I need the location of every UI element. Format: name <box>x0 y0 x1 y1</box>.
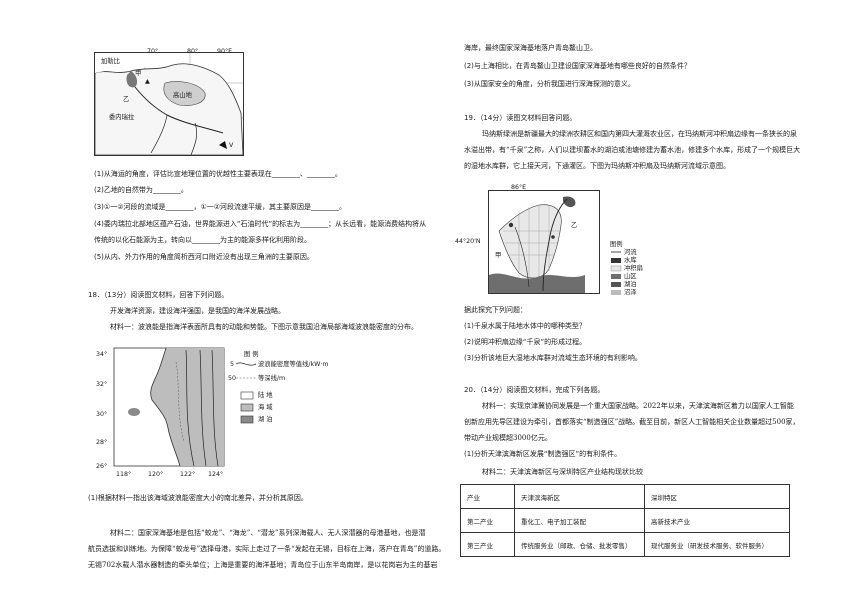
table-cell: 第三产业 <box>460 532 515 557</box>
q17-4a: (4)委内瑞拉北部地区蕴产石油，世界能源进入“石油时代”的标志为________… <box>94 220 427 228</box>
manas-legend-4: 山区 <box>624 273 637 280</box>
map3-label-yi: 乙 <box>571 222 578 229</box>
manas-legend-6: 沼泽 <box>624 289 637 296</box>
q18-heading: 18．（13分）阅读图文材料，回答下列问题。 <box>88 291 229 299</box>
lon-label-124: 124° <box>208 471 224 478</box>
table-header-cell: 天津滨海新区 <box>514 484 645 509</box>
q17-2: (2)乙地的自然带为________。 <box>94 186 188 194</box>
map-label-jia: 甲 <box>135 70 142 77</box>
table-cell: 传统服务业（邮政、仓储、批发零售） <box>514 532 645 557</box>
q17-1: (1)从海运的角度，评估比宣地理位置的优越性主要表现在________、____… <box>94 170 342 178</box>
map-label-caribbean: 加勒比 <box>101 58 120 65</box>
table-row: 第二产业 重化工、电子加工装配 高新技术产业 <box>460 508 790 533</box>
legend-sea: 海 域 <box>258 404 273 411</box>
manas-legend-5: 湖泊 <box>624 281 637 288</box>
legend-depth-value: 50 <box>228 375 237 382</box>
wave-energy-map: 34° 32° 30° 28° 26° 118° 120° 122° 124° … <box>96 342 329 482</box>
q18-1: (1)根据材料一指出该海域波浪能密度大小的南北差异，并分析其原因。 <box>88 494 308 502</box>
table-cell: 重化工、电子加工装配 <box>514 508 645 533</box>
q19-ask: 据此探究下列问题： <box>464 306 527 314</box>
legend-contour-value: 5 <box>230 361 235 368</box>
q19-heading: 19．（14分）读图文材料回答问题。 <box>464 114 577 122</box>
lat-label-32: 32° <box>96 381 108 388</box>
legend-title: 图 例 <box>244 351 259 358</box>
map-label-south: 委内瑞拉 <box>109 114 135 121</box>
manas-legend: 图例 河流 水库 冲积扇 山区 湖泊 沼泽 <box>610 240 650 296</box>
q18-material2-c: 无锡702水载人潜水器制造的牵头单位；上海是重要的海洋基地；青岛位于山东半岛南岸… <box>88 561 438 569</box>
lat-label-26: 26° <box>96 463 108 470</box>
q17-4b: 传统的以化石能源为主，转向以________为主的能源多样化利用阶段。 <box>94 236 311 244</box>
q19-1: (1)千泉水属于陆地水体中的哪种类型？ <box>464 322 586 330</box>
map-label-yi: 乙 <box>123 96 130 103</box>
lon-label-120: 120° <box>148 471 164 478</box>
lon-label-80: 80° <box>187 48 199 55</box>
lat-label-30: 30° <box>96 411 108 418</box>
table-cell: 高新技术产业 <box>644 508 790 533</box>
map3-lat: 44°20'N <box>455 238 481 245</box>
q20-material1-b: 创新应用先导区建设为牵引，首都落实“制造强区”战略。截至目前，新区人工智能相关企… <box>464 418 800 426</box>
q18-intro: 开发海洋资源，建设海洋强国，是我国的海洋发展战略。 <box>110 307 285 315</box>
q20-material2: 材料二：天津滨海新区与深圳特区产业结构现状比较 <box>482 468 643 476</box>
table-header-cell: 深圳特区 <box>644 484 790 509</box>
q19-text-a: 玛纳斯绿洲是新疆最大的绿洲农耕区和国内第四大灌溉农业区，在玛纳斯河冲积扇边缘有一… <box>482 130 797 138</box>
legend-land: 陆 地 <box>258 392 273 399</box>
q19-text-c: 的湿地水库群，它上接天河，下通灌区。下图为玛纳斯冲积扇及玛纳斯河流域示意图。 <box>464 162 730 170</box>
manas-map: 86°E 44°20'N 甲 乙 <box>455 184 600 294</box>
table-row: 第三产业 传统服务业（邮政、仓储、批发零售） 现代服务业（研发技术服务、软件服务… <box>460 532 790 557</box>
q19-text-b: 水溢出带，有“千泉”之称，人们以建坝蓄水的湖泊或池塘修建为蓄水池，修建多个水库，… <box>464 146 801 154</box>
q19-3: (3)分析该地巨大湿地水库群对流域生态环境的有利影响。 <box>464 354 642 362</box>
q17-5: (5)从内、外力作用的角度简析西河口附近没有出现三角洲的主要原因。 <box>94 253 314 261</box>
q18-material2-a: 材料二：国家深海基地是包括“蛟龙”、“海龙”、“潜龙”系列深海载人、无人深潜器的… <box>110 529 426 537</box>
q18-material2-end: 海岸，最终国家深海基地落户青岛鳌山卫。 <box>464 44 597 52</box>
lat-label-28: 28° <box>96 439 108 446</box>
lon-label-90: 90°E <box>217 48 233 55</box>
table-cell: 第二产业 <box>460 508 515 533</box>
manas-legend-3: 冲积扇 <box>624 265 643 272</box>
lat-label-34: 34° <box>96 351 108 358</box>
industry-table: 产业 天津滨海新区 深圳特区 第二产业 重化工、电子加工装配 高新技术产业 第三… <box>460 484 790 557</box>
q20-material1-a: 材料一：实现京津冀协同发展是一个重大国家战略。2022年以来，天津滨海新区着力以… <box>482 402 794 410</box>
q18-3: (3)从国家安全的角度，分析我国进行深海探测的意义。 <box>464 80 635 88</box>
manas-legend-1: 河流 <box>624 249 637 256</box>
q17-3: (3)①一②河段的流域是________，①一②河段流速平缓，其主要原因是___… <box>94 203 347 211</box>
lon-label-122: 122° <box>180 471 196 478</box>
q18-material2-b: 航员选拔和训练地。为保障“蛟龙号”选择母港，实际上走过了一条“发起在无锡，目标在… <box>88 545 446 553</box>
q20-1: (1)分析天津滨海新区发展“制造强区”的有利条件。 <box>464 450 622 458</box>
q20-material1-c: 带动产业规模超3000亿元。 <box>464 434 552 442</box>
q18-material1: 材料一：波浪能是指海洋表面所具有的动能和势能。下图示意我国沿海局部海域波浪能密度… <box>110 323 418 331</box>
map3-lon: 86°E <box>511 184 527 191</box>
table-cell: 现代服务业（研发技术服务、软件服务） <box>644 532 790 557</box>
map-label-mark: ▲ <box>145 78 150 85</box>
legend-contour-label: 波浪能密度等值线/kW·m <box>258 361 329 368</box>
table-header-cell: 产业 <box>460 484 515 509</box>
q18-2: (2)与上海相比，在青岛鳌山卫建设国家深海基地有哪些良好的自然条件？ <box>464 62 691 70</box>
lon-label-70: 70° <box>147 48 159 55</box>
lon-label-118: 118° <box>116 471 132 478</box>
q20-heading: 20．（14分）阅读图文材料，完成下列各题。 <box>464 386 605 394</box>
q19-2: (2)说明冲积扇边缘“千泉”的形成过程。 <box>464 338 587 346</box>
map3-label-jia: 甲 <box>495 252 502 259</box>
legend-lake: 湖 泊 <box>258 416 273 423</box>
legend-depth-label: 等深线/m <box>258 375 286 382</box>
venezuela-map: 70° 80° 90°E 加勒比 甲 乙 高山地 委内瑞拉 ▲ V <box>94 48 244 156</box>
map-label-plateau: 高山地 <box>173 92 192 99</box>
map-label-v: V <box>229 142 234 149</box>
table-header-row: 产业 天津滨海新区 深圳特区 <box>460 484 790 509</box>
manas-legend-title: 图例 <box>610 241 623 248</box>
manas-legend-2: 水库 <box>624 257 637 264</box>
